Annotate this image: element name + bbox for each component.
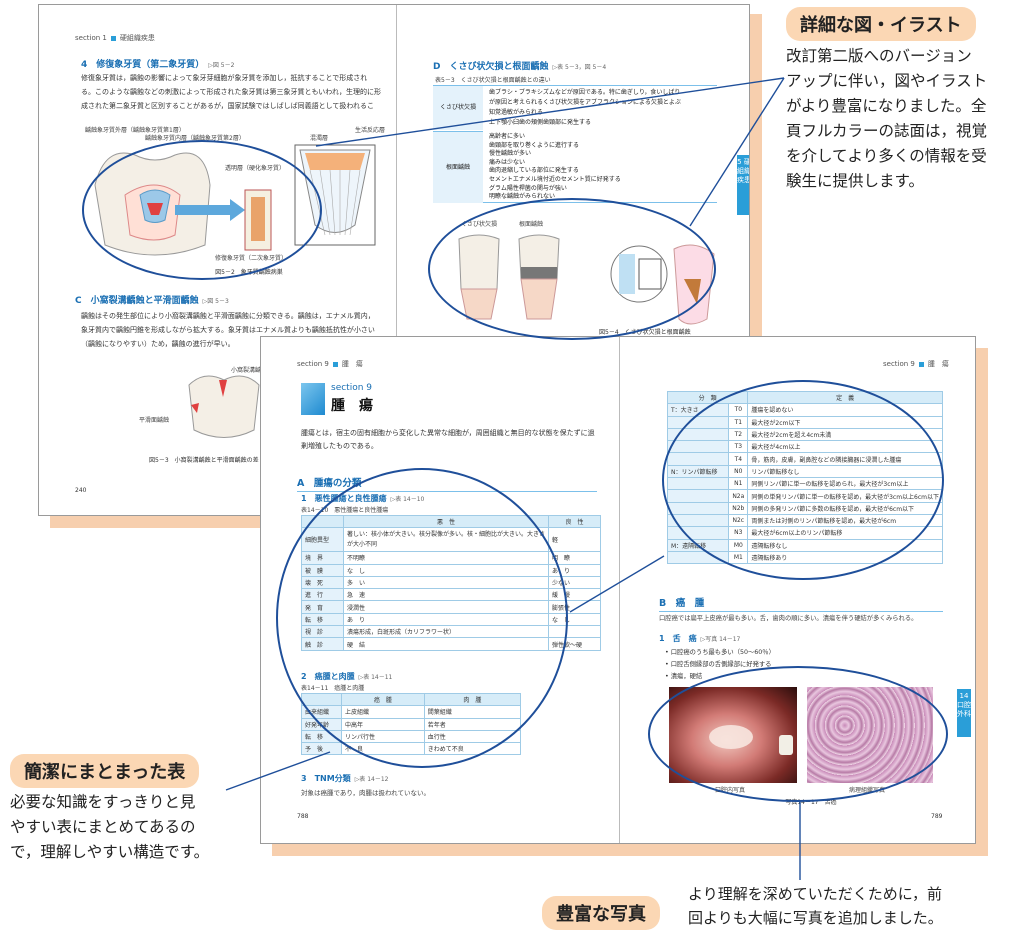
list-item: • 潰瘍，硬結: [665, 673, 703, 680]
list-item: 上下顎小臼歯の頬側歯頸部に発生する: [489, 119, 592, 126]
heading-carcinoma: B 癌 腫: [659, 595, 943, 612]
callout-badge-tables: 簡潔にまとまった表: [10, 754, 200, 788]
connector-line: [315, 77, 785, 147]
section-square-icon: [301, 383, 325, 415]
paragraph-pit-fissure: 齲蝕はその発生部位により小窩裂溝齲蝕と平滑面齲蝕に分類できる。齲蝕は，エナメル質…: [81, 312, 375, 348]
connector-line: [569, 555, 665, 613]
list-item: • 口腔舌側縁部の舌側縁部に好発する: [665, 661, 772, 668]
carcinoma-note: 口腔癌では扁平上皮癌が最も多い。舌，歯肉の順に多い。潰瘍を伴う硬結が多くみられる…: [659, 615, 918, 622]
callout-badge-illustrations: 詳細な図・イラスト: [786, 7, 976, 41]
heading-reparative-dentin: 4 修復象牙質（第二象牙質）▷図 5－2: [81, 60, 235, 70]
highlight-ellipse-figure1: [82, 140, 322, 280]
fig2-label: 平滑面齲蝕: [139, 417, 170, 424]
callout-text-photos: より理解を深めていただくために，前 回よりも大幅に写真を追加しました。: [688, 885, 943, 927]
figure-pit-fissure: 小窩裂溝齲蝕 平滑面齲蝕: [139, 365, 319, 445]
highlight-ellipse-table: [276, 468, 568, 768]
fig-label: 齲蝕象牙質内層（齲蝕象牙質第2層）: [145, 135, 245, 142]
root-items: 高齢者に多い 歯頸部を取り巻くように進行する 慢性齲蝕が多い 痛みは少ない 歯肉…: [489, 133, 621, 202]
section-title-block: section 9 腫 瘍: [301, 383, 601, 417]
callout-text-tables: 必要な知識をすっきりと見 やすい表にまとめてあるの で，理解しやすい構造です。: [10, 793, 210, 861]
connector-line: [689, 77, 785, 227]
figure2-caption: 図5－3 小窩裂溝齲蝕と平滑面齲蝕の差: [149, 457, 259, 464]
fig-label: 齲蝕象牙質外層（齲蝕象牙質第1層）: [85, 127, 185, 134]
table-caption: 表5－3 くさび状欠損と根面齲蝕との違い: [435, 77, 551, 84]
row-label-root: 根面齲蝕: [433, 131, 483, 203]
intro-paragraph: 腫瘍とは，宿主の固有細胞から変化した異常な細胞が，周囲組織と無目的な状態を保たず…: [301, 429, 595, 450]
list-item: 慢性齲蝕が多い: [489, 150, 532, 158]
heading-wedge-defect: D くさび状欠損と根面齲蝕▷表 5－3，図 5－4: [433, 62, 607, 72]
callout-badge-photos: 豊富な写真: [542, 896, 660, 930]
list-item: 知覚過敏がみられる: [489, 109, 544, 116]
list-item: 歯ブラシ・ブラキシズムなどが原因である。特に歯ぎしり，食いしばり: [489, 89, 681, 96]
fig2-label: 小窩裂溝齲蝕: [231, 367, 268, 374]
list-item: グラム陽性桿菌の関与が強い: [489, 184, 567, 192]
fig-label: 生活反応層: [355, 127, 386, 134]
list-item: 明瞭な齲蝕がみられない: [489, 193, 556, 201]
connector-line: [225, 751, 331, 791]
heading-pit-fissure: C 小窩裂溝齲蝕と平滑面齲蝕▷図 5－3: [75, 296, 229, 306]
callout-text-illustrations: 改訂第二版へのバージョン アップに伴い，図やイラスト がより豊富になりました。全…: [786, 47, 988, 190]
list-item: 歯頸部を取り巻くように進行する: [489, 141, 580, 149]
list-item: 痛みは少ない: [489, 158, 526, 166]
col-header: 良 性: [548, 514, 601, 529]
highlight-ellipse-tnm: [662, 380, 944, 580]
heading-tnm: 3 TNM分類▷表 14－12: [301, 774, 389, 783]
list-item: • 口腔癌のうち最も多い（50～60％）: [665, 649, 775, 656]
tnm-note: 対象は癌腫であり，肉腫は扱われていない。: [301, 789, 430, 797]
fig-label: 混濁層: [310, 135, 329, 142]
heading-tongue-cancer: 1 舌 癌▷写真 14－17: [659, 634, 741, 643]
page-number: 789: [931, 813, 943, 820]
wedge-items: 歯ブラシ・ブラキシズムなどが原因である。特に歯ぎしり，食いしばり が原因と考えら…: [489, 88, 681, 128]
chapter-tab: 5 硬組織疾患: [737, 155, 749, 215]
list-item: 高齢者に多い: [489, 133, 526, 140]
figure-caption: 図5－4 くさび状欠損と根面齲蝕: [599, 329, 691, 336]
page-number: 240: [75, 487, 87, 494]
list-item: 歯肉退縮している部位に発生する: [489, 167, 579, 175]
tooth-pit-illustration: [188, 375, 260, 438]
highlight-ellipse-photos: [648, 666, 948, 802]
highlight-ellipse-figure2: [428, 198, 716, 340]
section-label: section 9: [331, 383, 373, 393]
section-title: 腫 瘍: [331, 398, 373, 414]
table-wedge-vs-root: くさび状欠損 根面齲蝕 歯ブラシ・ブラキシズムなどが原因である。特に歯ぎしり，食…: [433, 85, 717, 203]
photo-caption: 写真14－17 舌癌: [785, 799, 837, 806]
spread2-spine: [619, 337, 620, 843]
chapter-tab: 14 口腔外科: [957, 689, 971, 737]
spread1-spine: [396, 5, 397, 515]
page-number: 788: [297, 813, 309, 820]
list-item: が原因と考えられるくさび状欠損をアブフラクションによる欠損とよぶ: [489, 99, 681, 106]
paragraph-reparative-dentin: 修復象牙質は，齲蝕の影響によって象牙芽細胞が象牙質を添加し，抵抗することで形成さ…: [81, 74, 381, 110]
bullet-list: • 口腔癌のうち最も多い（50～60％） • 口腔舌側縁部の舌側縁部に好発する …: [665, 647, 775, 683]
list-item: セメントエナメル境付近のセメント質に好発する: [489, 175, 621, 183]
